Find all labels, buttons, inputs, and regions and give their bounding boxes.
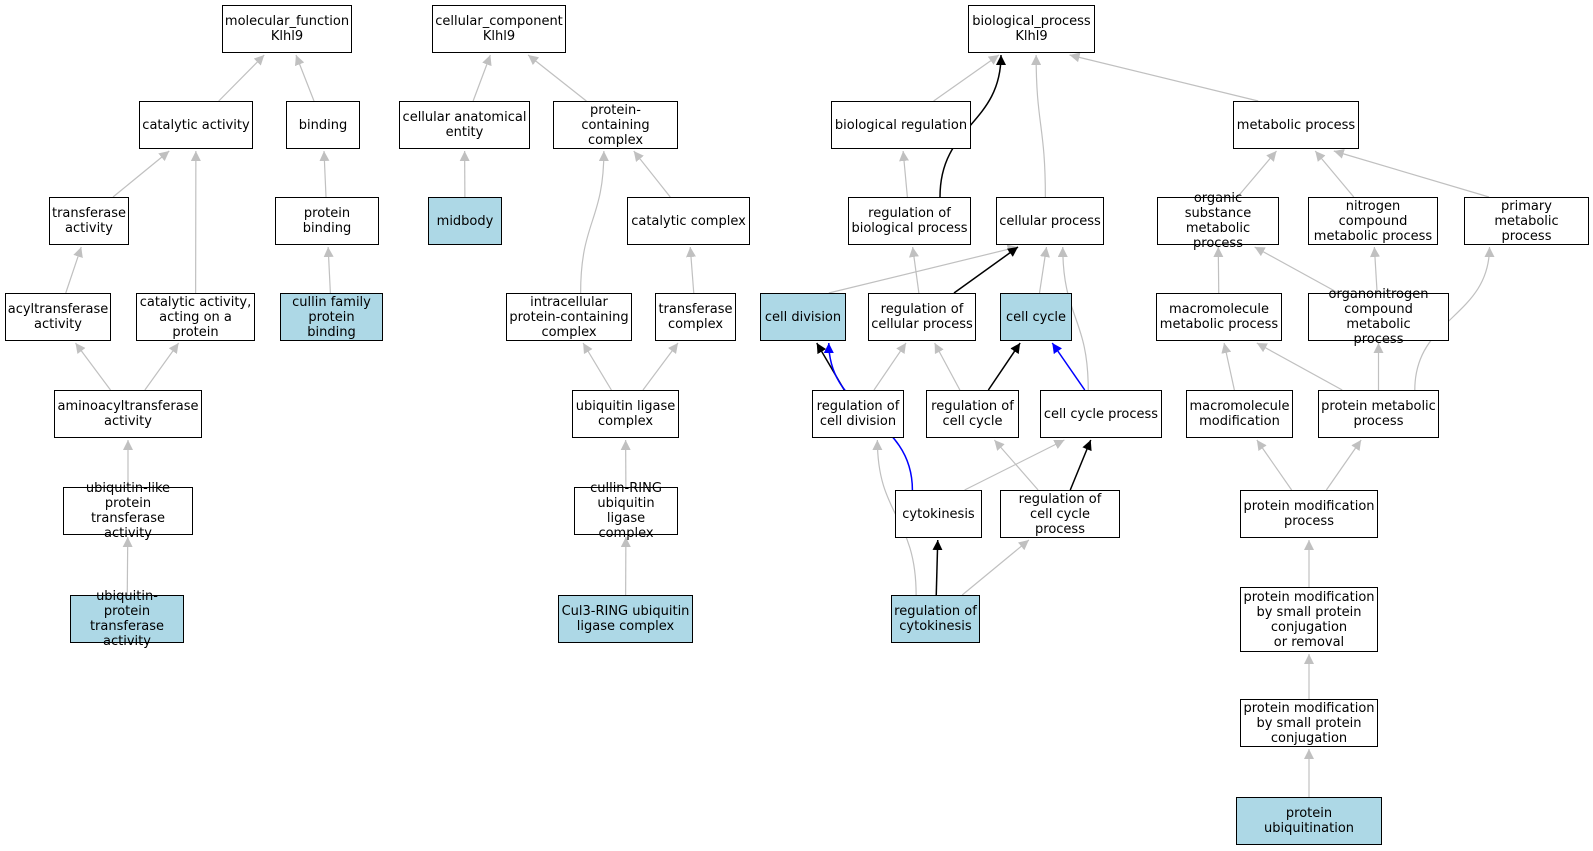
edge-is-a bbox=[873, 342, 907, 391]
go-term-node: cellular_component Klhl9 bbox=[432, 5, 566, 53]
edge-part-of bbox=[1069, 439, 1092, 491]
edge-is-a bbox=[122, 536, 133, 596]
go-term-node: regulation of cellular process bbox=[868, 293, 976, 341]
edge-is-a bbox=[1057, 246, 1089, 391]
go-term-node: intracellular protein-containing complex bbox=[506, 293, 632, 341]
go-term-node: protein modification by small protein co… bbox=[1240, 587, 1378, 652]
go-term-node: biological_process Klhl9 bbox=[968, 5, 1095, 53]
go-term-node: aminoacyltransferase activity bbox=[54, 390, 202, 438]
edge-is-a bbox=[686, 246, 696, 294]
go-term-node: primary metabolic process bbox=[1464, 197, 1589, 245]
go-term-node: midbody bbox=[428, 197, 502, 245]
edge-is-a bbox=[1069, 52, 1259, 102]
edge-is-a bbox=[1314, 150, 1355, 198]
edge-is-a bbox=[1256, 439, 1293, 491]
edge-is-a bbox=[144, 342, 180, 391]
go-term-node: regulation of cell division bbox=[812, 390, 904, 438]
go-term-node: Cul3-RING ubiquitin ligase complex bbox=[558, 595, 693, 643]
edge-is-a bbox=[1414, 246, 1495, 391]
go-term-node: macromolecule modification bbox=[1186, 390, 1293, 438]
go-term-node: ubiquitin-protein transferase activity bbox=[70, 589, 184, 649]
go-term-node: protein-containing complex bbox=[553, 101, 678, 149]
edge-is-a bbox=[1221, 342, 1235, 391]
go-term-node: ubiquitin ligase complex bbox=[572, 390, 679, 438]
edge-is-a bbox=[323, 246, 334, 294]
edge-is-a bbox=[1369, 246, 1380, 294]
go-term-node: regulation of biological process bbox=[848, 197, 971, 245]
go-term-node: cullin-RING ubiquitin ligase complex bbox=[574, 481, 678, 541]
go-term-node: protein modification by small protein co… bbox=[1240, 699, 1378, 747]
edge-is-a bbox=[964, 439, 1065, 491]
edge-is-a bbox=[1237, 150, 1277, 198]
go-term-node: biological regulation bbox=[831, 101, 971, 149]
go-term-node: nitrogen compound metabolic process bbox=[1308, 197, 1438, 245]
edge-is-a bbox=[961, 539, 1030, 596]
go-term-node: protein metabolic process bbox=[1318, 390, 1439, 438]
edge-is-a bbox=[294, 54, 315, 102]
edge-is-a bbox=[642, 342, 679, 391]
go-term-node: cytokinesis bbox=[895, 490, 982, 538]
go-term-node: macromolecule metabolic process bbox=[1156, 293, 1282, 341]
edge-is-a bbox=[933, 54, 1000, 102]
edge-is-a bbox=[1325, 439, 1362, 491]
edge-is-a bbox=[1333, 149, 1490, 198]
go-term-node: binding bbox=[286, 101, 360, 149]
edge-is-a bbox=[828, 244, 1018, 294]
go-term-node: cellular process bbox=[996, 197, 1104, 245]
edge-part-of bbox=[932, 539, 943, 596]
go-term-node: protein ubiquitination bbox=[1236, 797, 1382, 845]
go-term-node: transferase activity bbox=[49, 197, 129, 245]
edge-is-a bbox=[993, 439, 1039, 491]
edge-is-a bbox=[1256, 342, 1343, 391]
edge-is-a bbox=[1038, 246, 1050, 294]
go-term-node: regulation of cell cycle bbox=[926, 390, 1019, 438]
go-term-node: ubiquitin-like protein transferase activ… bbox=[63, 481, 193, 541]
edge-is-a bbox=[1254, 246, 1339, 294]
go-term-node: cell cycle bbox=[1000, 293, 1072, 341]
go-term-node: transferase complex bbox=[655, 293, 736, 341]
edge-part-of bbox=[987, 342, 1021, 391]
go-term-node: catalytic activity, acting on a protein bbox=[136, 293, 255, 341]
go-term-node: protein binding bbox=[275, 197, 379, 245]
go-term-node: cullin family protein binding bbox=[280, 293, 383, 341]
edge-is-a bbox=[934, 342, 961, 391]
edge-is-a bbox=[582, 342, 612, 391]
go-term-node: metabolic process bbox=[1233, 101, 1359, 149]
edge-is-a bbox=[527, 54, 587, 102]
edge-is-a bbox=[899, 150, 910, 198]
go-term-node: cell cycle process bbox=[1040, 390, 1162, 438]
go-term-node: catalytic activity bbox=[139, 101, 253, 149]
go-term-node: regulation of cytokinesis bbox=[891, 595, 980, 643]
edge-is-a bbox=[1031, 54, 1046, 198]
go-term-node: molecular_function Klhl9 bbox=[222, 5, 352, 53]
edge-is-a bbox=[580, 150, 609, 294]
go-term-node: organic substance metabolic process bbox=[1157, 191, 1279, 251]
go-term-node: cell division bbox=[760, 293, 846, 341]
edge-is-a bbox=[319, 150, 330, 198]
edge-is-a bbox=[65, 246, 83, 294]
edge-is-a bbox=[1213, 246, 1224, 294]
edge-is-a bbox=[75, 342, 111, 391]
go-term-node: protein modification process bbox=[1240, 490, 1378, 538]
go-term-node: organonitrogen compound metabolic proces… bbox=[1308, 287, 1449, 347]
edge-is-a bbox=[218, 54, 265, 102]
go-term-node: regulation of cell cycle process bbox=[1000, 490, 1120, 538]
edge-is-a bbox=[633, 150, 671, 198]
edge-regulates bbox=[1051, 342, 1086, 391]
edge-is-a bbox=[472, 54, 492, 102]
edge-is-a bbox=[112, 150, 170, 198]
go-term-node: acyltransferase activity bbox=[5, 293, 111, 341]
edge-is-a bbox=[909, 246, 920, 294]
edge-part-of bbox=[953, 246, 1019, 294]
go-term-node: catalytic complex bbox=[627, 197, 750, 245]
go-term-node: cellular anatomical entity bbox=[399, 101, 530, 149]
